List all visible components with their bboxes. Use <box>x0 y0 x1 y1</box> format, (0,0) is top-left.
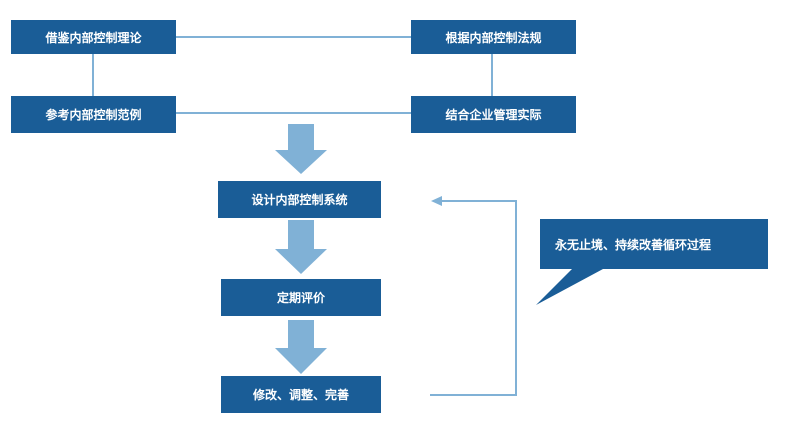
evaluate-step-box: 定期评价 <box>221 279 381 316</box>
reference-examples-box: 参考内部控制范例 <box>11 96 176 133</box>
borrow-theory-box: 借鉴内部控制理论 <box>11 20 176 54</box>
combine-practice-box: 结合企业管理实际 <box>411 96 576 133</box>
callout-bubble <box>536 219 768 305</box>
feedback-loop-line <box>430 200 517 396</box>
feedback-loop-arrowhead <box>431 196 442 206</box>
arrow-down-3 <box>275 320 327 374</box>
design-step-box: 设计内部控制系统 <box>218 181 381 218</box>
improve-step-box: 修改、调整、完善 <box>221 376 381 413</box>
callout-text: 永无止境、持续改善循环过程 <box>555 238 712 252</box>
arrow-down-1 <box>275 124 327 174</box>
follow-regulations-box: 根据内部控制法规 <box>411 20 576 54</box>
arrow-down-2 <box>275 220 327 274</box>
